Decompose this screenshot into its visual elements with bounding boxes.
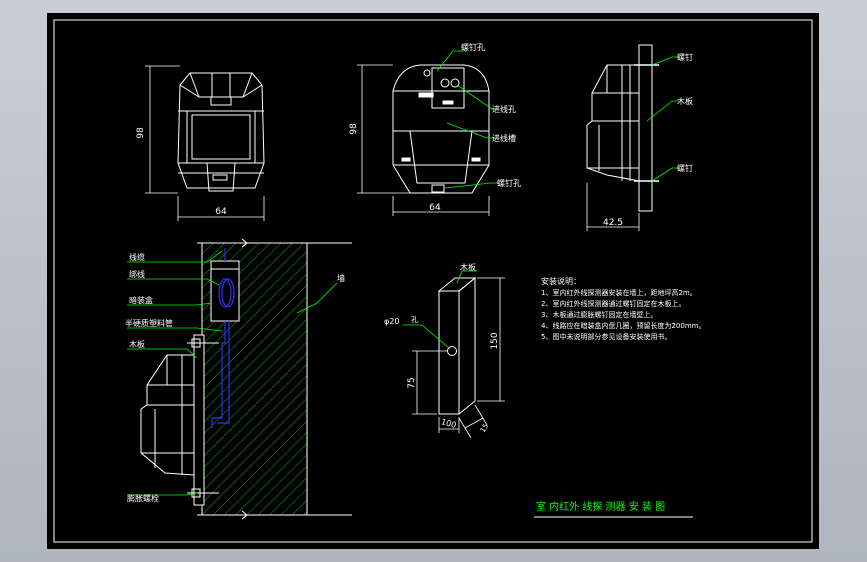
back-view — [392, 64, 490, 194]
installation-drawing: 98 64 螺钉孔 进线孔 进线槽 螺钉孔 98 64 — [53, 19, 813, 543]
side-depth-dim: 42.5 — [603, 218, 623, 228]
installation-notes: 安装说明： 1、室内红外线探测器安装在墙上，距地坪高2m。 2、室内红外线探测器… — [541, 276, 705, 341]
note-item-3: 3、木板通过膨胀螺钉固定在墙壁上。 — [541, 310, 657, 319]
expansion-bolts — [187, 338, 219, 498]
label-hole-dia: φ20 — [384, 317, 399, 326]
cable-coil — [211, 248, 235, 428]
drawing-frame — [53, 19, 813, 543]
side-view-leaders — [646, 56, 679, 182]
hole-height-dim: 75 — [407, 377, 417, 388]
detector-side — [140, 354, 195, 476]
wall-leaders — [127, 250, 338, 496]
label-cable: 线缆 — [129, 252, 145, 262]
back-height-dim: 98 — [349, 123, 359, 135]
label-side-wood-board: 木板 — [677, 96, 693, 106]
label-conduit: 半硬质塑料管 — [125, 318, 173, 328]
back-view-dimensions — [357, 64, 490, 216]
label-junction-box: 暗装盒 — [129, 295, 153, 305]
front-width-dim: 64 — [215, 207, 227, 217]
notes-title: 安装说明： — [541, 276, 581, 286]
front-height-dim: 98 — [136, 127, 146, 139]
board-thickness-dim: 15 — [479, 422, 490, 434]
wood-board-dimensions — [412, 277, 505, 439]
label-wood-board: 木板 — [129, 339, 145, 349]
label-wire-slot: 进线槽 — [492, 133, 516, 143]
wood-board-leaders — [403, 270, 477, 350]
label-hole-dia-suffix: 孔 — [411, 316, 418, 324]
back-width-dim: 64 — [429, 203, 441, 213]
label-screw-hole-top: 螺钉孔 — [461, 42, 485, 52]
label-screw-hole-bottom: 螺钉孔 — [497, 178, 521, 188]
side-view — [586, 44, 659, 212]
drawing-title: 室 内红外 线探 测器 安 装 图 — [536, 500, 665, 513]
wood-board-iso — [437, 276, 477, 416]
back-view-leaders — [436, 50, 499, 189]
note-item-2: 2、室内红外线探测器通过螺钉固定在木板上。 — [541, 299, 685, 308]
note-item-5: 5、图中未说明部分参见设备安装使用书。 — [541, 332, 671, 341]
label-wire-hole: 进线孔 — [492, 104, 516, 114]
label-insulation: 绑线 — [129, 269, 145, 279]
wood-board-section — [193, 334, 205, 506]
note-item-4: 4、线路应在暗装盒内盘几圈，预留长度为200mm。 — [541, 321, 705, 330]
label-wall: 墙 — [337, 273, 345, 283]
note-item-1: 1、室内红外线探测器安装在墙上，距地坪高2m。 — [541, 288, 697, 297]
board-width-dim: 100 — [440, 417, 457, 430]
front-view — [177, 72, 265, 192]
front-view-dimensions — [145, 65, 265, 221]
board-height-dim: 150 — [490, 332, 500, 349]
label-side-screw-top: 螺钉 — [677, 52, 693, 62]
label-side-screw-bottom: 螺钉 — [677, 163, 693, 173]
side-view-dimensions — [586, 183, 640, 231]
label-board: 木板 — [460, 262, 476, 272]
junction-box — [210, 260, 240, 322]
label-expansion-bolt: 膨胀螺栓 — [127, 493, 159, 503]
cad-drawing-canvas: 98 64 螺钉孔 进线孔 进线槽 螺钉孔 98 64 — [47, 13, 819, 549]
